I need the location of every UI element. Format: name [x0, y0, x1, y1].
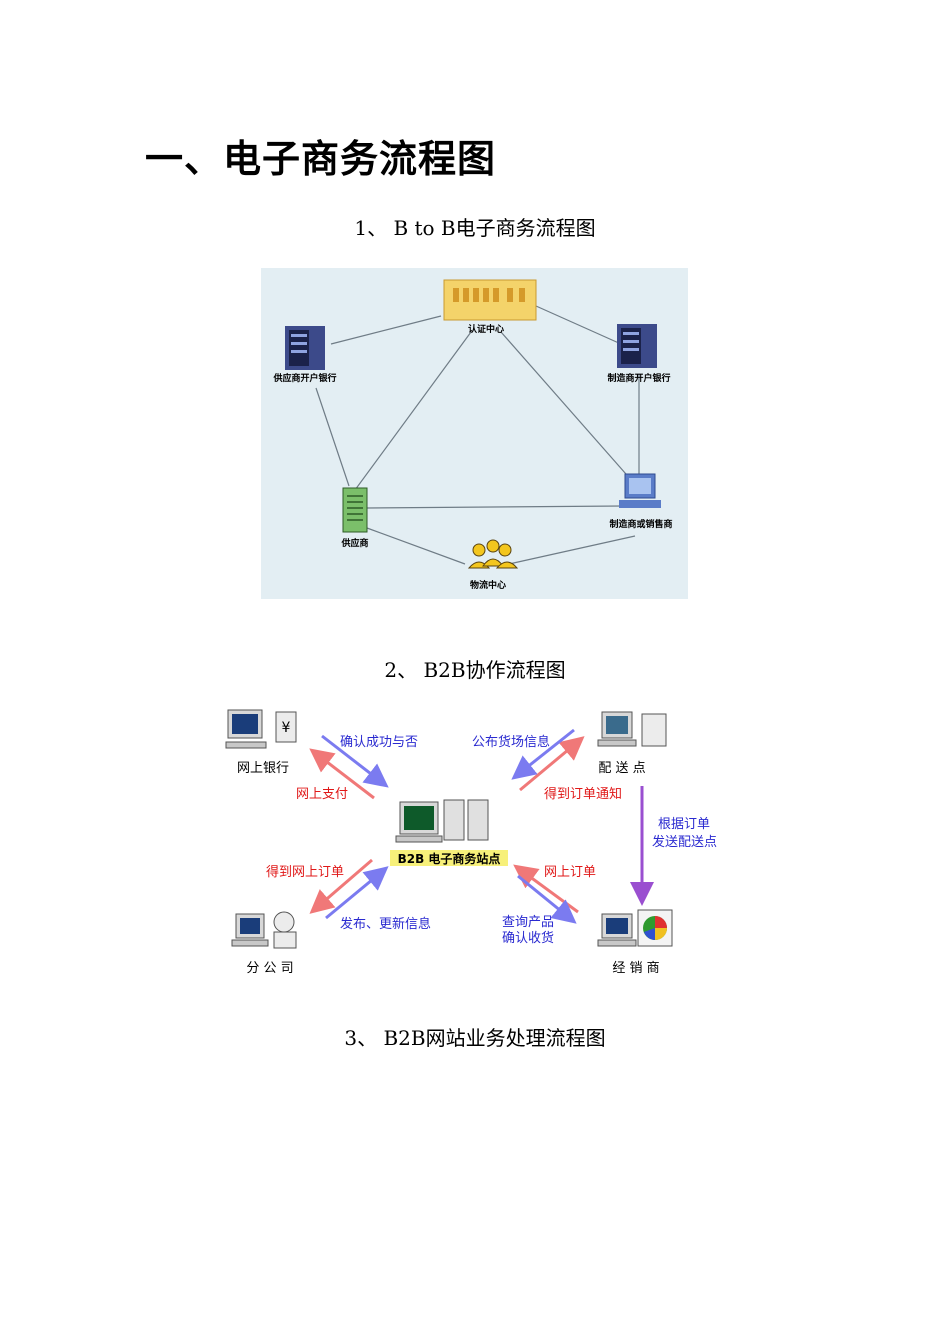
bank-label: 网上银行 — [237, 761, 289, 776]
center-site-computer-icon — [395, 799, 489, 843]
page-title: 一、电子商务流程图 — [145, 137, 497, 181]
center-label-bg — [390, 850, 508, 866]
maker-bank-label: 制造商开户银行 — [607, 372, 670, 384]
label-online-order: 网上订单 — [544, 865, 596, 880]
arrow-confirm — [321, 734, 389, 788]
label-query-product: 查询产品 — [502, 915, 554, 930]
arrow-publish-update — [325, 866, 389, 920]
arrow-publish-goods — [511, 728, 575, 780]
delivery-computer-icon — [597, 711, 667, 747]
maker-seller-label: 制造商或销售商 — [609, 518, 672, 530]
label-get-online-order: 得到网上订单 — [266, 864, 344, 880]
branch-label: 分 公 司 — [246, 961, 293, 976]
supplier-bank-server-icon — [285, 326, 325, 370]
section-heading-2: 2、 B2B协作流程图 — [384, 658, 566, 682]
cert-center-icon — [443, 279, 537, 321]
label-by-order-2: 发送配送点 — [652, 834, 717, 850]
label-publish-goods: 公布货场信息 — [472, 734, 550, 750]
maker-bank-server-icon — [617, 324, 657, 368]
arrow-payment — [309, 748, 375, 800]
section-heading-3: 3、 B2B网站业务处理流程图 — [344, 1026, 606, 1050]
label-publish-update: 发布、更新信息 — [340, 916, 431, 932]
label-confirm-receipt: 确认收货 — [502, 930, 554, 946]
label-online-payment: 网上支付 — [296, 787, 348, 802]
arrow-order-notice — [519, 736, 585, 792]
label-confirm-success: 确认成功与否 — [340, 735, 418, 750]
b2b-flow-diagram: 认证中心 供应商开户银行 制造商开户银行 供应商 — [261, 268, 688, 599]
dealer-computer-icon — [597, 909, 673, 947]
supplier-bank-label: 供应商开户银行 — [272, 372, 336, 384]
logistics-people-icon — [467, 539, 519, 569]
b2b-collab-diagram: ¥ 网上银行 配 送 点 B2B 电子商务站点 分 公 — [218, 700, 738, 990]
arrow-query — [517, 874, 577, 924]
delivery-label: 配 送 点 — [598, 761, 645, 776]
branch-computer-icon — [231, 911, 297, 949]
svg-text:¥: ¥ — [282, 720, 291, 736]
bank-computer-icon: ¥ — [225, 709, 297, 749]
center-label: B2B 电子商务站点 — [398, 851, 501, 866]
supplier-label: 供应商 — [340, 537, 368, 549]
supplier-device-icon — [342, 487, 368, 533]
label-by-order-1: 根据订单 — [658, 817, 710, 832]
arrow-get-online-order — [309, 858, 373, 914]
logistics-label: 物流中心 — [470, 579, 506, 591]
maker-seller-computer-icon — [619, 473, 661, 508]
cert-center-label: 认证中心 — [468, 323, 504, 335]
label-get-order-notice: 得到订单通知 — [544, 786, 622, 802]
dealer-label: 经 销 商 — [612, 961, 659, 976]
section-heading-1: 1、 B to B电子商务流程图 — [354, 216, 596, 240]
